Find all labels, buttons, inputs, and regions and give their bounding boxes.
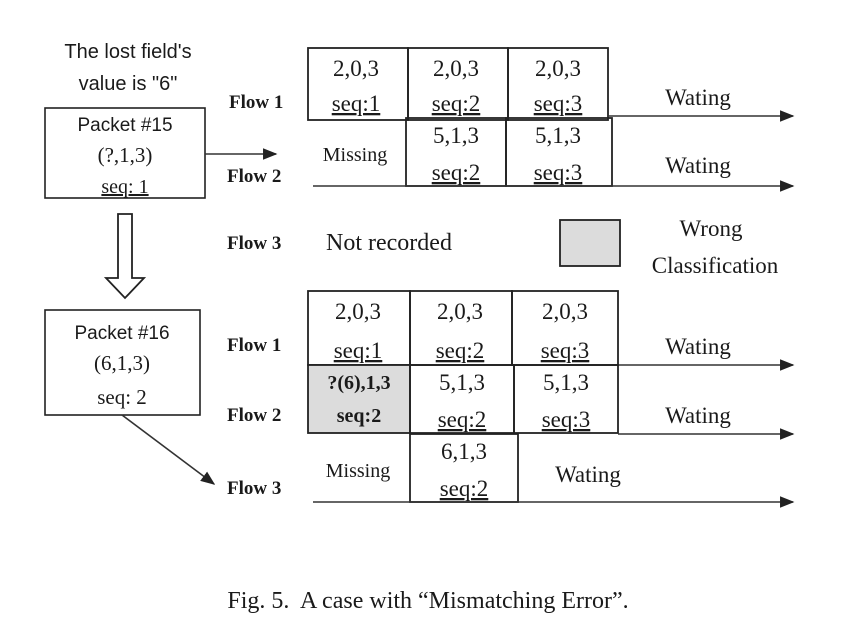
packet16-to-flow3-arrow: [121, 414, 216, 485]
top-flow1-value-2: 2,0,3: [433, 56, 479, 81]
packet16-title: Packet #16: [74, 323, 169, 344]
top-flow1-label: Flow 1: [229, 92, 283, 113]
bottom-flow1-seq-1: seq:1: [334, 338, 383, 363]
bottom-flow1-label: Flow 1: [227, 335, 281, 356]
top-flow2-value-2: 5,1,3: [535, 123, 581, 148]
bottom-flow2-seq-1: seq:2: [337, 405, 381, 427]
top-flow1-seq-2: seq:2: [432, 91, 481, 116]
top-flow1-value-3: 2,0,3: [535, 56, 581, 81]
bottom-flow1-value-2: 2,0,3: [437, 299, 483, 324]
bottom-flow1-waiting: Wating: [665, 334, 731, 359]
bottom-flow3-label: Flow 3: [227, 478, 281, 499]
bottom-flow1-value-3: 2,0,3: [542, 299, 588, 324]
legend-line-1: Wrong: [680, 216, 743, 241]
legend-swatch: [559, 219, 621, 267]
top-flow1-seq-3: seq:3: [534, 91, 583, 116]
note-line-2: value is "6": [79, 73, 178, 95]
packet15-value: (?,1,3): [98, 143, 153, 167]
packet16-value: (6,1,3): [94, 351, 150, 375]
bottom-flow3-waiting: Wating: [555, 462, 621, 487]
top-flow1-value-1: 2,0,3: [333, 56, 379, 81]
bottom-flow2-label: Flow 2: [227, 405, 281, 426]
packet15-seq: seq: 1: [101, 176, 148, 198]
top-flow2-seq-1: seq:2: [432, 160, 481, 185]
top-flow1-waiting: Wating: [665, 85, 731, 110]
bottom-flow3-seq-1: seq:2: [440, 476, 489, 501]
top-flow1-seq-1: seq:1: [332, 91, 381, 116]
top-flow2-waiting: Wating: [665, 153, 731, 178]
bottom-flow2-value-2: 5,1,3: [439, 370, 485, 395]
top-flow2-label: Flow 2: [227, 166, 281, 187]
top-flow3-not-recorded: Not recorded: [326, 230, 452, 256]
top-flow2-missing: Missing: [323, 144, 387, 166]
bottom-flow2-value-3: 5,1,3: [543, 370, 589, 395]
bottom-flow2-cell-3: [513, 364, 619, 434]
bottom-flow1-seq-3: seq:3: [541, 338, 590, 363]
bottom-flow3-value-1: 6,1,3: [441, 439, 487, 464]
legend-line-2: Classification: [652, 253, 779, 278]
note-line-1: The lost field's: [64, 41, 191, 63]
bottom-flow3-missing: Missing: [326, 460, 390, 482]
bottom-flow2-cell-1-wrong: [307, 364, 411, 434]
top-flow3-label: Flow 3: [227, 233, 281, 254]
bottom-flow2-seq-3: seq:3: [542, 407, 591, 432]
hollow-down-arrow: [103, 213, 147, 300]
top-flow1-cell-3: [507, 47, 609, 121]
figure-caption: Fig. 5. A case with “Mismatching Error”.: [227, 588, 628, 614]
packet15-title: Packet #15: [77, 115, 172, 136]
bottom-flow2-seq-2: seq:2: [438, 407, 487, 432]
packet15-box: [44, 107, 206, 199]
top-flow2-seq-2: seq:3: [534, 160, 583, 185]
bottom-flow2-waiting: Wating: [665, 403, 731, 428]
packet16-seq: seq: 2: [97, 385, 147, 409]
bottom-flow1-value-1: 2,0,3: [335, 299, 381, 324]
bottom-flow1-seq-2: seq:2: [436, 338, 485, 363]
bottom-flow2-value-1: ?(6),1,3: [327, 372, 390, 394]
top-flow2-value-1: 5,1,3: [433, 123, 479, 148]
